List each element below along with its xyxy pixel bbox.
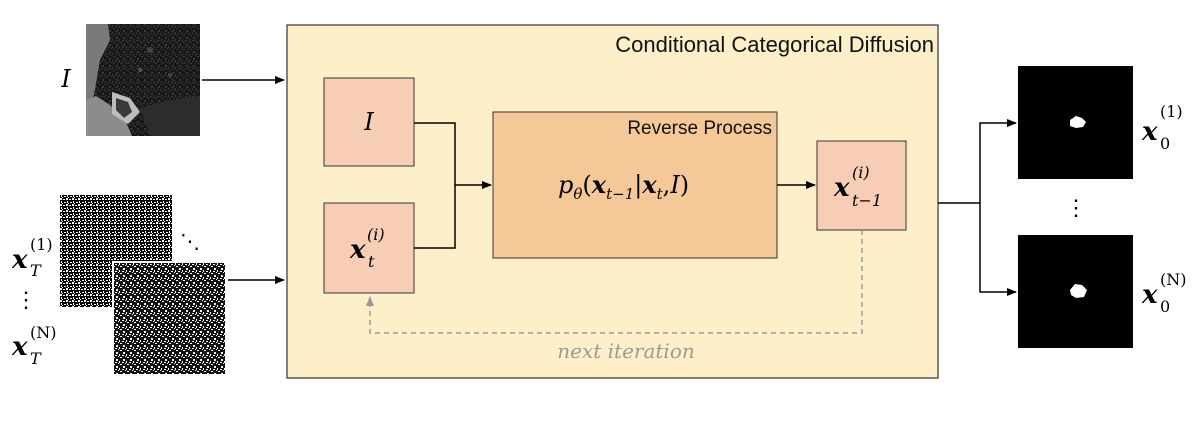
svg-text:t: t — [368, 252, 375, 271]
output-label-bottom: x (N) 0 — [1141, 270, 1186, 316]
xt-box-label: x (i) t — [349, 225, 385, 271]
next-iteration-loop — [366, 230, 863, 334]
svg-text:T: T — [30, 349, 42, 368]
ct-scan-image — [86, 24, 200, 136]
svg-text:x: x — [1141, 280, 1158, 310]
svg-text:(i): (i) — [852, 163, 870, 182]
next-iteration-label: next iteration — [557, 339, 695, 363]
svg-text:(i): (i) — [367, 225, 385, 244]
reverse-process-formula: pθ(xt−1|xt,I) — [558, 170, 689, 203]
xt-minus-1-label: x (i) t−1 — [833, 163, 882, 210]
svg-text:x: x — [1141, 117, 1158, 147]
connector-xt — [414, 185, 456, 249]
condition-box-label: I — [363, 108, 374, 136]
svg-text:t−1: t−1 — [852, 191, 882, 210]
output-label-top: x (1) 0 — [1141, 102, 1183, 153]
reverse-process-box — [492, 111, 778, 259]
xt-box — [323, 202, 415, 294]
svg-text:x: x — [11, 332, 28, 362]
svg-text:x: x — [833, 173, 850, 203]
noise-label-top: x (1) T — [11, 235, 53, 280]
svg-text:0: 0 — [1160, 134, 1170, 153]
noise-image-n — [112, 261, 227, 376]
output-vdots: ⋮ — [1065, 196, 1087, 221]
noise-diag-dots: ⋱ — [180, 229, 200, 253]
svg-text:x: x — [349, 235, 366, 265]
connector-condition — [414, 122, 456, 185]
svg-text:(N): (N) — [30, 323, 56, 342]
output-mask-n — [1018, 235, 1133, 348]
svg-text:(1): (1) — [1160, 102, 1183, 121]
svg-text:x: x — [11, 245, 28, 275]
svg-text:T: T — [30, 261, 42, 280]
output-mask-1 — [1018, 66, 1133, 179]
output-branch-bottom — [979, 203, 1017, 296]
svg-text:pθ(xt−1|xt,I): pθ(xt−1|xt,I) — [558, 170, 689, 203]
xt-minus-1-box — [816, 140, 907, 231]
noise-label-bottom: x (N) T — [11, 323, 56, 368]
output-branch-top — [938, 119, 1017, 204]
input-image-label: I — [60, 65, 71, 93]
reverse-process-title: Reverse Process — [627, 118, 772, 139]
condition-box — [323, 77, 415, 167]
svg-text:(1): (1) — [30, 235, 53, 254]
svg-text:(N): (N) — [1160, 270, 1186, 289]
svg-text:0: 0 — [1160, 297, 1170, 316]
noise-vdots: ⋮ — [15, 288, 37, 313]
container-title: Conditional Categorical Diffusion — [615, 32, 934, 57]
